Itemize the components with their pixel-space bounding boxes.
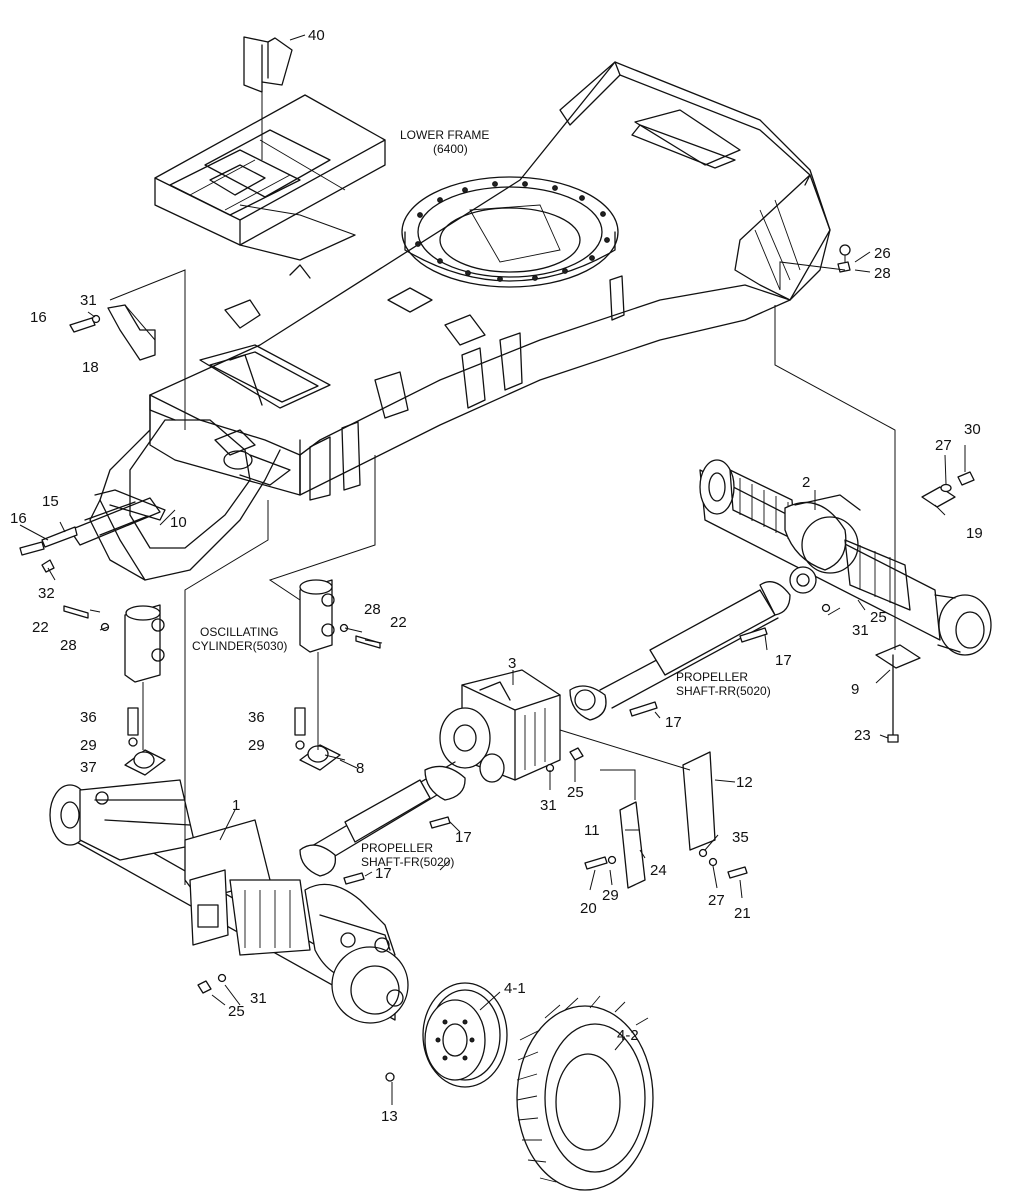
callout-1: 1 [232,797,240,814]
propeller-shaft-rr [569,581,791,721]
callout-17: 17 [455,829,472,846]
propeller-shaft-rr-code: SHAFT-RR(5020) [676,684,771,698]
callout-36: 36 [80,709,97,726]
callout-4-1: 4-1 [504,980,526,997]
callout-21: 21 [734,905,751,922]
callout-28: 28 [60,637,77,654]
callout-12: 12 [736,774,753,791]
callout-28: 28 [874,265,891,282]
callout-31: 31 [852,622,869,639]
oscillating-cylinder-right [299,579,335,653]
part-19-plate [921,471,975,508]
callout-36: 36 [248,709,265,726]
callout-20: 20 [580,900,597,917]
lower-frame [69,61,831,581]
transmission [439,669,561,783]
parts-11-12-brackets [559,729,716,889]
callout-29: 29 [248,737,265,754]
callout-17: 17 [375,865,392,882]
front-axle [49,779,409,1024]
callout-9: 9 [851,681,859,698]
callout-2: 2 [802,474,810,491]
lower-frame-label: LOWER FRAME [400,128,489,142]
callout-18: 18 [82,359,99,376]
callout-3: 3 [508,655,516,672]
callout-29: 29 [602,887,619,904]
propeller-shaft-fr [299,761,466,877]
propeller-shaft-rr-label: PROPELLER [676,670,748,684]
callout-17: 17 [665,714,682,731]
rear-axle [699,459,992,656]
callout-17: 17 [775,652,792,669]
callout-13: 13 [381,1108,398,1125]
oscillating-cylinder-left [124,604,165,683]
callout-8: 8 [356,760,364,777]
callout-27: 27 [935,437,952,454]
propeller-shaft-fr-code: SHAFT-FR(5020) [361,855,454,869]
propeller-shaft-fr-label: PROPELLER [361,841,433,855]
callout-40: 40 [308,27,325,44]
callout-29: 29 [80,737,97,754]
callout-25: 25 [870,609,887,626]
callout-16: 16 [10,510,27,527]
fasteners [19,244,851,1082]
leader-lines [19,34,966,1105]
tire [516,995,654,1191]
callout-4-2: 4-2 [617,1027,639,1044]
callout-10: 10 [170,514,187,531]
callout-35: 35 [732,829,749,846]
part-40-bracket [243,36,293,160]
callout-22: 22 [390,614,407,631]
callout-37: 37 [80,759,97,776]
callout-26: 26 [874,245,891,262]
callout-25: 25 [228,1003,245,1020]
callout-11: 11 [584,822,600,839]
swing-ring-bolts [415,181,610,282]
callout-31: 31 [250,990,267,1007]
mount-8 [299,744,341,771]
mount-37 [124,749,166,776]
callout-31: 31 [540,797,557,814]
callout-15: 15 [42,493,59,510]
callout-27: 27 [708,892,725,909]
callout-labels: 40 26 28 31 16 18 15 16 10 32 22 28 28 2… [10,27,983,1125]
oscillating-cylinder-label: OSCILLATING [200,625,278,639]
callout-22: 22 [32,619,49,636]
callout-19: 19 [966,525,983,542]
callout-25: 25 [567,784,584,801]
callout-24: 24 [650,862,667,879]
callout-32: 32 [38,585,55,602]
wheel-rim [422,982,508,1088]
callout-31: 31 [80,292,97,309]
assembly-names: LOWER FRAME (6400) OSCILLATING CYLINDER(… [192,128,771,869]
callout-30: 30 [964,421,981,438]
callout-23: 23 [854,727,871,744]
oscillating-cylinder-code: CYLINDER(5030) [192,639,287,653]
lower-frame-code: (6400) [433,142,468,156]
callout-28: 28 [364,601,381,618]
part-9-plate [875,644,921,743]
callout-16: 16 [30,309,47,326]
